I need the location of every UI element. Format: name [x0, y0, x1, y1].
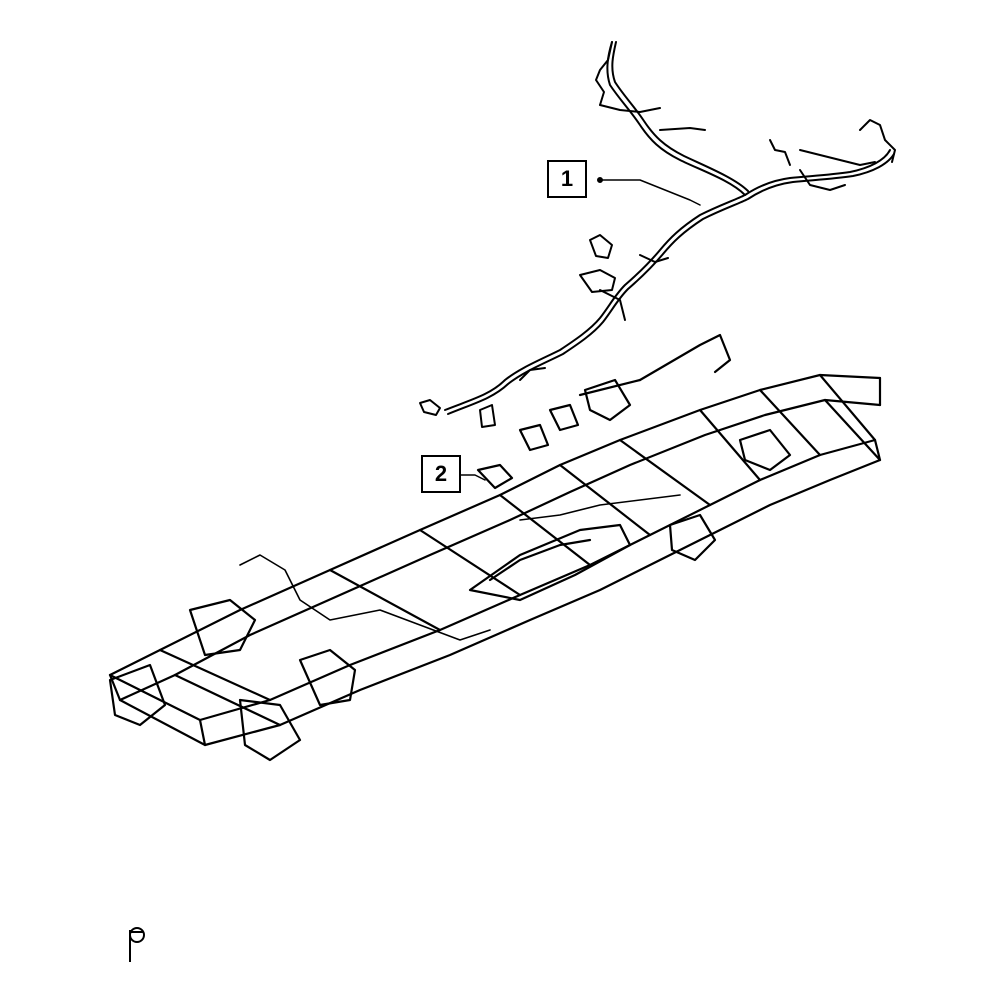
wiring-harness [419, 41, 896, 428]
callout-2-label: 2 [421, 455, 461, 493]
vehicle-frame [108, 333, 882, 762]
callout-1-label: 1 [547, 160, 587, 198]
clip-part [129, 927, 145, 962]
